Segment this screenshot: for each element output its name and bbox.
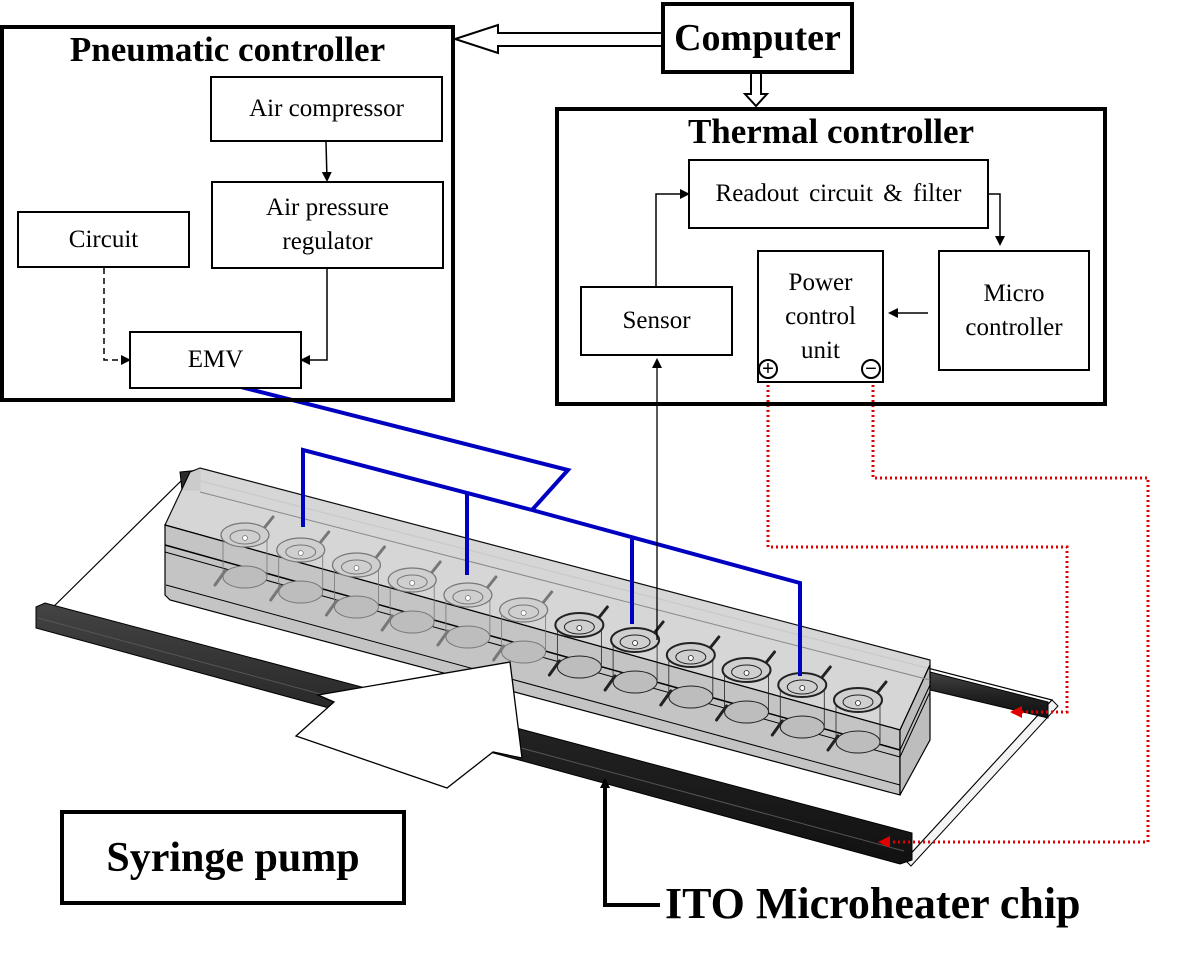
well: [324, 545, 386, 619]
circuit-label: Circuit: [68, 225, 139, 253]
positive-terminal-label: +: [762, 358, 774, 380]
micro-controller-box: Micro controller: [938, 250, 1090, 371]
syringe-pump-label: Syringe pump: [106, 834, 360, 881]
thermal-controller-title: Thermal controller: [687, 112, 975, 151]
air-compressor-box: Air compressor: [210, 76, 443, 142]
emv-box: EMV: [129, 331, 302, 389]
well: [770, 665, 832, 739]
readout-label: Readout circuit & filter: [715, 180, 962, 207]
well: [380, 560, 442, 634]
circuit-box: Circuit: [17, 211, 190, 268]
pneumatic-controller-title: Pneumatic controller: [69, 30, 386, 69]
pneumatic-controller-frame: [0, 25, 455, 402]
circuit-to-emv-arrow: [103, 268, 131, 365]
computer-box: Computer: [661, 2, 854, 74]
sensor-to-readout-arrow: [655, 189, 690, 287]
well: [436, 575, 498, 649]
compressor-to-regulator-arrow: [321, 141, 332, 182]
negative-terminal-icon: −: [861, 359, 881, 379]
ito-pointer-line: [600, 778, 660, 907]
regulator-label-line1: Air pressure: [266, 194, 389, 221]
emv-label: EMV: [187, 346, 244, 373]
air-pressure-regulator-box: Air pressure regulator: [211, 181, 444, 269]
micro-label-line1: Micro: [983, 279, 1045, 307]
power-label-line3: unit: [801, 336, 840, 364]
micro-label-line2: controller: [965, 313, 1063, 341]
pneumatic-lines: [232, 383, 802, 676]
readout-circuit-box: Readout circuit & filter: [688, 159, 989, 229]
thermal-controller-frame: [555, 107, 1107, 406]
computer-to-thermal-arrow: [742, 72, 770, 108]
power-control-unit-box: Power control unit: [757, 250, 884, 383]
well: [715, 650, 777, 724]
well: [269, 530, 331, 604]
sensor-box: Sensor: [580, 286, 733, 356]
well: [547, 605, 609, 679]
power-label-line1: Power: [788, 268, 853, 296]
well: [659, 635, 721, 709]
regulator-label-line2: regulator: [282, 228, 373, 255]
well: [213, 515, 275, 589]
power-label-line2: control: [785, 302, 856, 330]
computer-to-pneumatic-arrow: [451, 23, 664, 55]
well-array: [213, 515, 888, 754]
negative-terminal-label: −: [865, 358, 877, 380]
regulator-to-emv-arrow: [300, 268, 328, 365]
computer-label: Computer: [674, 17, 841, 59]
syringe-pump-box: Syringe pump: [60, 810, 406, 905]
ito-microheater-label: ITO Microheater chip: [665, 879, 1081, 928]
positive-terminal-icon: +: [758, 359, 778, 379]
sensor-label: Sensor: [622, 307, 691, 334]
air-compressor-label: Air compressor: [249, 95, 404, 122]
readout-to-micro-arrow: [988, 193, 1005, 246]
well: [603, 620, 665, 694]
syringe-flow-arrow: [294, 661, 523, 789]
electrical-lines: [766, 385, 1150, 848]
well: [492, 590, 554, 664]
well: [826, 680, 888, 754]
